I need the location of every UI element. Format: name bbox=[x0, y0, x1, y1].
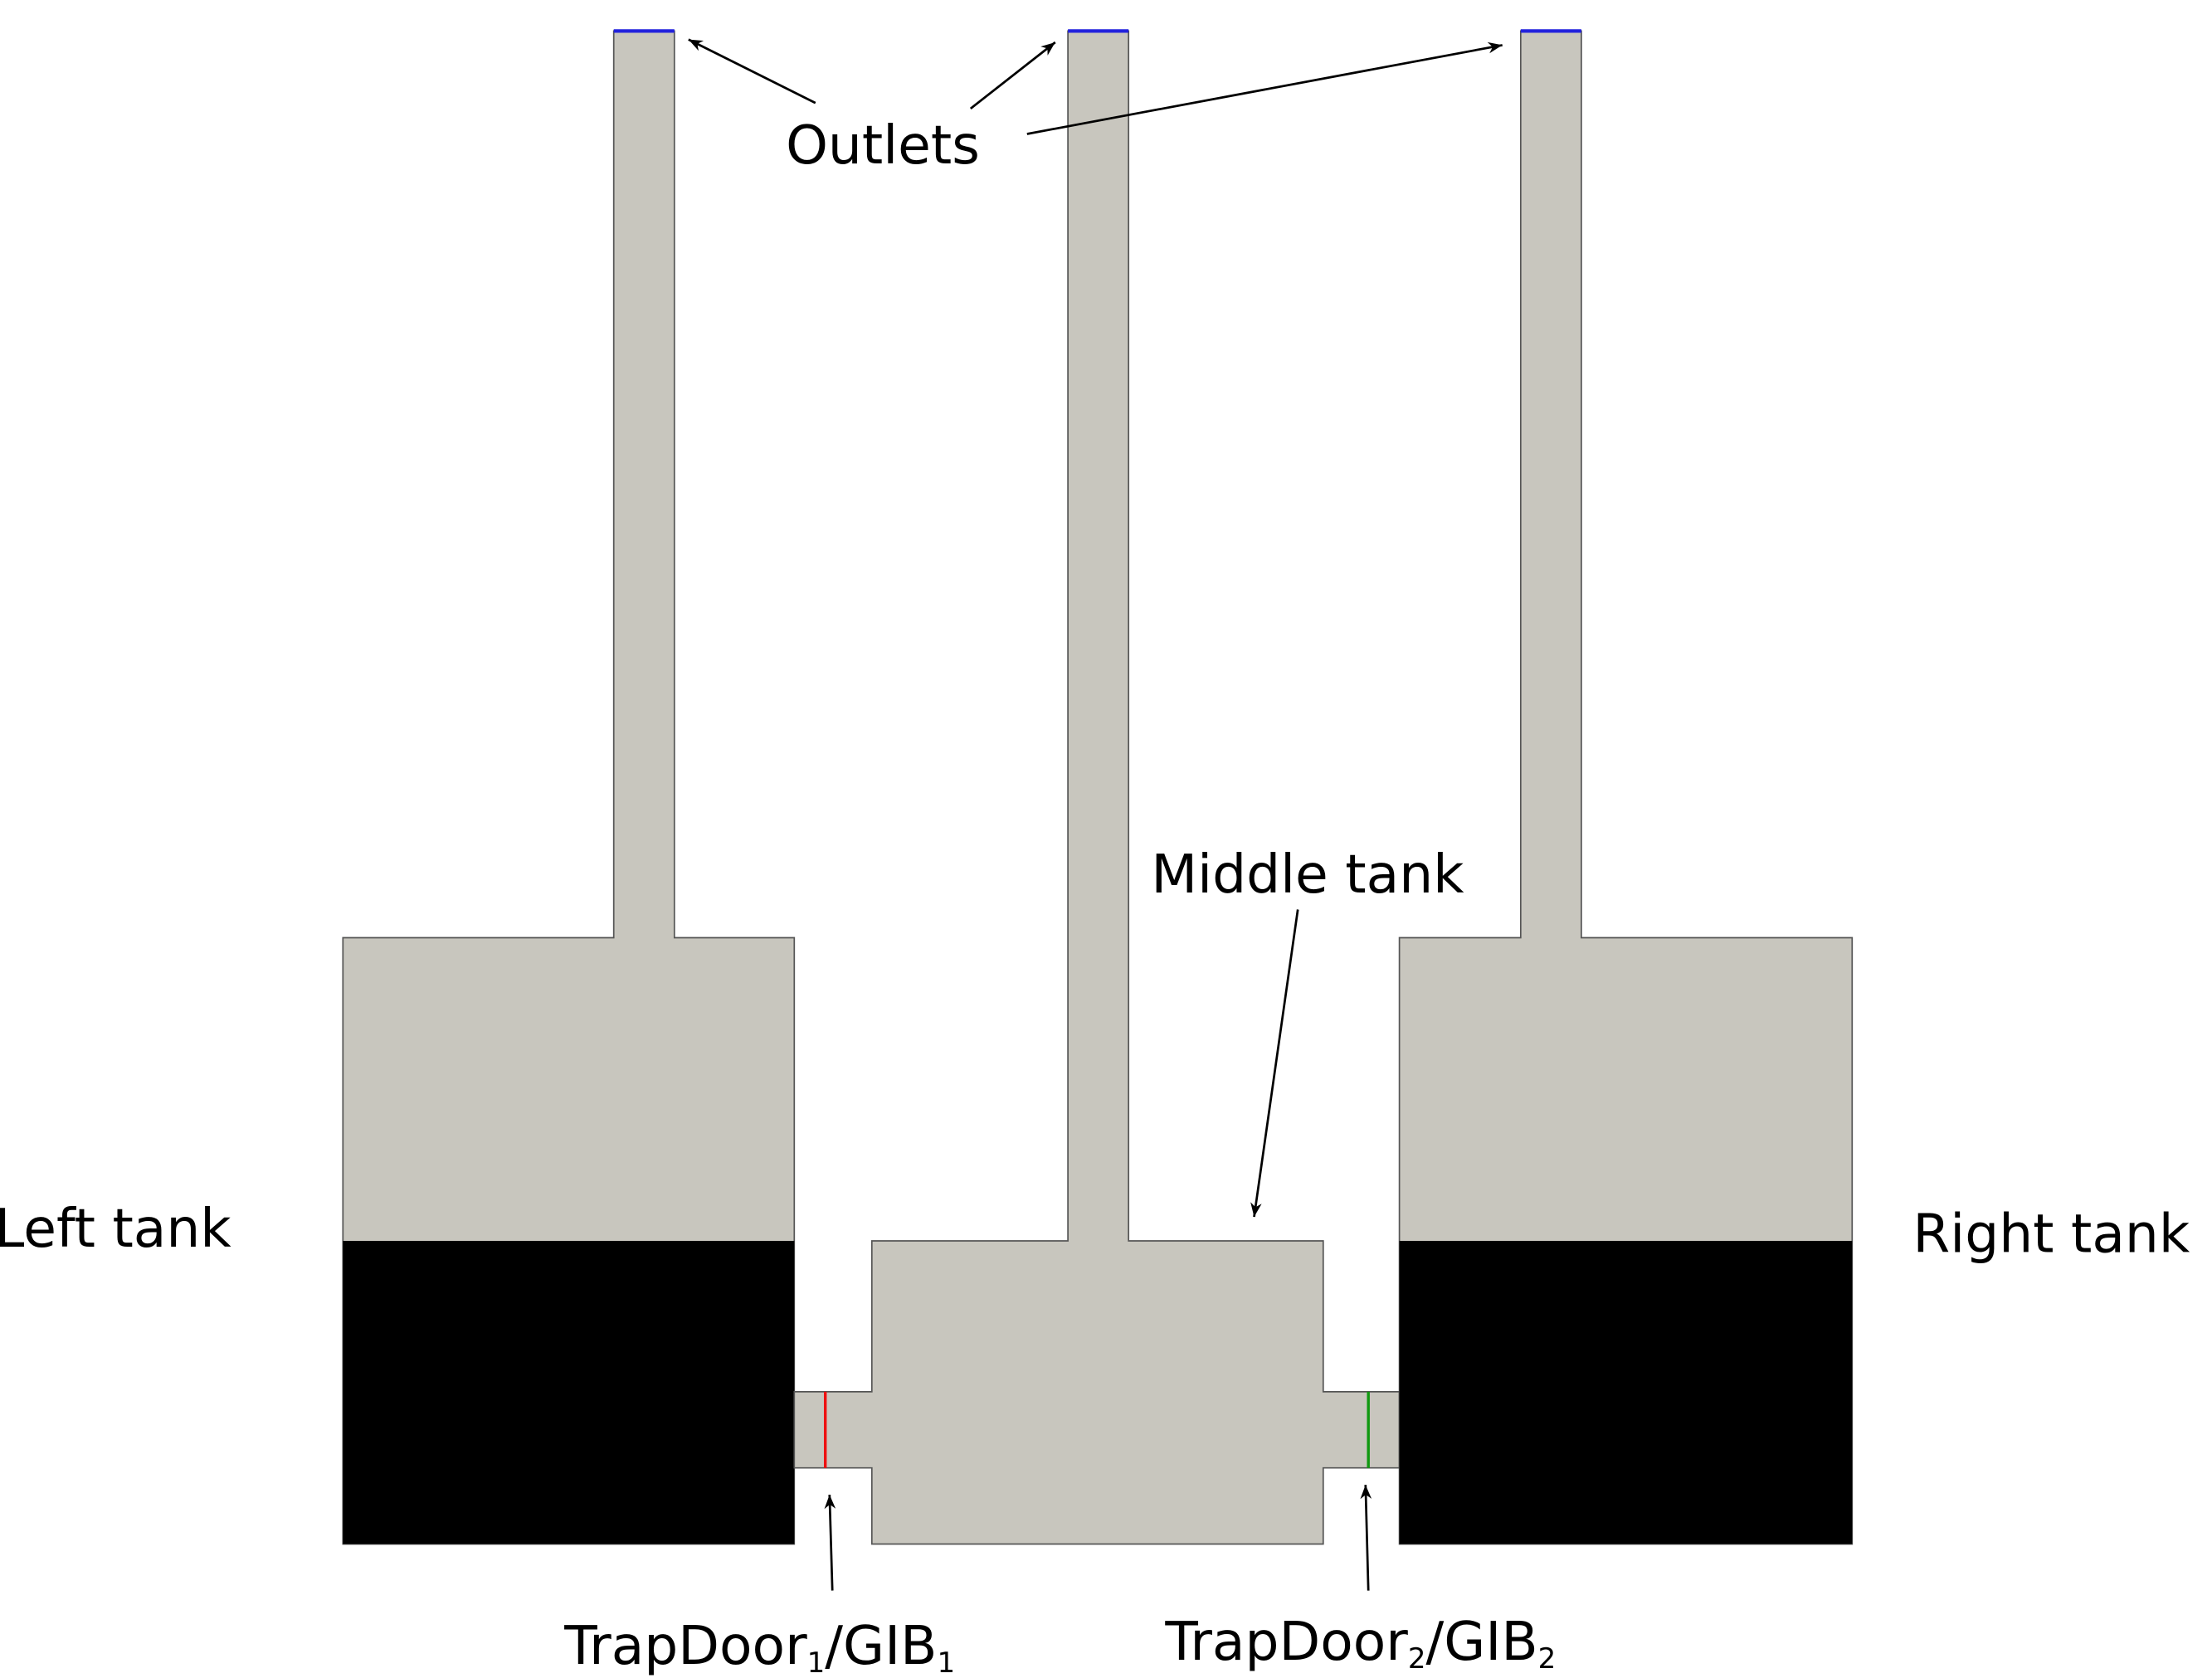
arrow-outlet-left bbox=[688, 38, 816, 105]
trapdoor1-label: TrapDoor1/GIB1 bbox=[563, 1615, 955, 1678]
arrow-outlet-middle bbox=[969, 41, 1056, 109]
middle-tank bbox=[793, 30, 1401, 1545]
right-tank-filled-region bbox=[1399, 1241, 1853, 1544]
arrow-middle-tank bbox=[1250, 909, 1299, 1218]
arrow-outlet-right bbox=[1026, 41, 1503, 135]
arrow-trapdoor2 bbox=[1360, 1485, 1372, 1591]
trapdoor2-label: TrapDoor2/GIB2 bbox=[1164, 1611, 1556, 1676]
middle-tank-label: Middle tank bbox=[1151, 844, 1464, 906]
right-tank-label: Right tank bbox=[1912, 1204, 2190, 1266]
left-tank-filled-region bbox=[343, 1241, 795, 1544]
left-tank-label: Left tank bbox=[0, 1198, 231, 1260]
arrow-trapdoor1 bbox=[824, 1494, 836, 1591]
outlets-label: Outlets bbox=[786, 114, 980, 177]
